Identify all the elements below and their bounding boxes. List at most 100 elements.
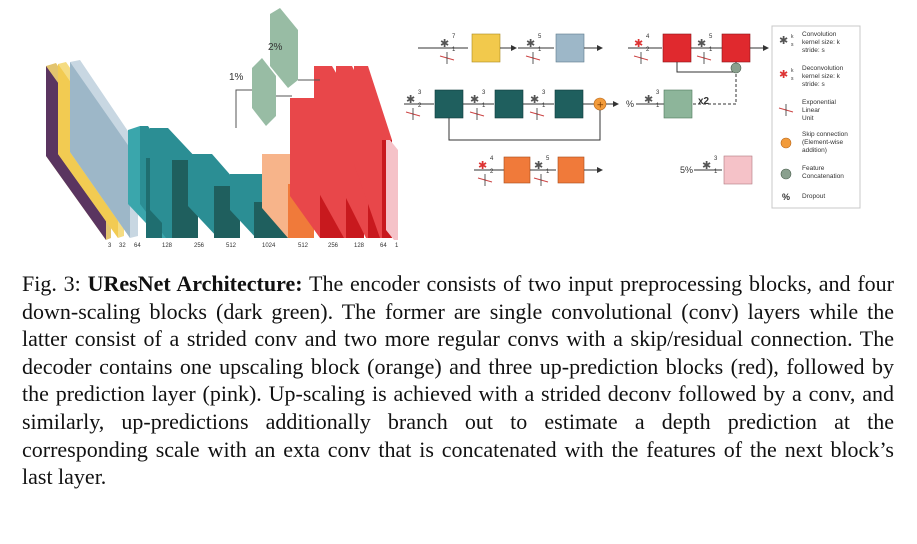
legend-deconvolution: Deconvolution [802,65,844,72]
red-block [662,33,692,63]
channel-label: 64 [134,243,141,249]
deconv-icon: ✱ [634,37,643,50]
plus-icon: + [597,101,605,111]
stride: 1 [546,169,550,175]
preprocess-blue-diagram: ✱ 5 1 [518,33,603,64]
dropout-green-block [663,89,693,119]
channel-label: 32 [119,243,126,249]
conv-icon: ✱ [406,93,415,106]
concat-icon [730,62,742,74]
channel-label: 128 [354,243,365,249]
legend-deconvolution-detail: kernel size: k [802,73,841,80]
legend-elu-icon [778,104,794,116]
stride: 1 [714,169,718,175]
legend-elu: Linear [802,107,821,114]
legend-concat: Concatenation [802,173,844,180]
kernel-size: 3 [714,156,718,162]
legend-s: s [791,42,794,48]
legend-elu: Exponential [802,99,837,106]
decoder-dropout-rate: % [626,99,634,109]
preprocess-yellow-diagram: ✱ 7 1 [418,33,517,64]
dropout-panel-2 [270,8,298,88]
channel-label: 256 [328,243,339,249]
legend-deconv-icon: ✱ [779,68,788,81]
legend-k: k [791,68,794,74]
kernel-size: 3 [542,90,546,96]
prediction-dropout-rate: 5% [680,165,693,175]
network-3d: 1% 2% 3 32 64 128 256 512 1024 512 256 1… [46,8,399,249]
conv-icon: ✱ [440,37,449,50]
legend-skip: (Element-wise [802,139,844,146]
dark-teal-block [554,89,584,119]
yellow-block [471,33,501,63]
stride: 2 [418,103,422,109]
bottleneck-dropout-rate: 2% [268,42,283,53]
conv-icon: ✱ [530,93,539,106]
legend-elu: Unit [802,115,814,122]
conv-icon: ✱ [526,37,535,50]
upscale-diagram: ✱ 4 2 ✱ 5 1 [474,156,603,186]
legend-concat: Feature [802,165,825,172]
orange-block [503,156,531,184]
preprocess-blue-layer [70,60,138,238]
repeat-multiplier: x2 [698,96,710,107]
legend-convolution-detail: stride: s [802,47,826,54]
channel-label: 128 [162,243,173,249]
stride: 1 [542,103,546,109]
legend-dropout-icon: % [782,192,790,202]
kernel-size: 4 [490,156,494,162]
prediction-layer [386,140,398,240]
figure-caption: Fig. 3: UResNet Architecture: The encode… [22,270,894,491]
kernel-size: 7 [452,34,456,40]
stride: 1 [656,103,660,109]
channel-label: 512 [226,243,237,249]
legend-convolution: Convolution [802,31,837,38]
legend-s: s [791,76,794,82]
dark-teal-block [434,89,464,119]
kernel-size: 5 [709,34,713,40]
deconv-icon: ✱ [478,159,487,172]
prediction-diagram: 5% ✱ 3 1 [680,155,753,185]
conv-icon: ✱ [644,93,653,106]
conv-icon: ✱ [702,159,711,172]
legend-conv-icon: ✱ [779,34,788,47]
legend-concat-icon [780,168,792,180]
channel-label: 256 [194,243,205,249]
dropout-panel-1 [252,58,276,126]
kernel-size: 4 [646,34,650,40]
red-block [721,33,751,63]
legend-dropout: Dropout [802,193,825,200]
conv-icon: ✱ [534,159,543,172]
pink-block [723,155,753,185]
stride: 2 [490,169,494,175]
conv-icon: ✱ [470,93,479,106]
blue-block [555,33,585,63]
channel-label: 64 [380,243,387,249]
kernel-size: 5 [538,34,542,40]
encoder-downscale-diagram: ✱ 3 2 ✱ 3 1 ✱ 3 1 + [404,89,619,141]
caption-text: The encoder consists of two input prepro… [22,271,895,490]
legend-skip: addition) [802,147,827,154]
channel-label: 3 [108,243,112,249]
kernel-size: 3 [656,90,660,96]
stride: 1 [709,47,713,53]
legend-deconvolution-detail: stride: s [802,81,826,88]
legend-skip-icon [780,137,792,149]
kernel-size: 5 [546,156,550,162]
stride: 1 [538,47,542,53]
channel-label: 1 [395,243,399,249]
channel-label: 1024 [262,243,276,249]
stride: 1 [482,103,486,109]
legend-convolution-detail: kernel size: k [802,39,841,46]
architecture-figure: 1% 2% 3 32 64 128 256 512 1024 512 256 1… [0,0,917,265]
legend-k: k [791,34,794,40]
channel-labels: 3 32 64 128 256 512 1024 512 256 128 64 … [108,243,399,249]
legend: ✱ k s Convolution kernel size: k stride:… [771,25,861,209]
dark-teal-block [494,89,524,119]
encoder-dropout-rate: 1% [229,72,244,83]
kernel-size: 3 [482,90,486,96]
stride: 2 [646,47,650,53]
encoder-block-3 [188,154,240,238]
conv-icon: ✱ [697,37,706,50]
legend-skip: Skip connection [802,131,848,138]
